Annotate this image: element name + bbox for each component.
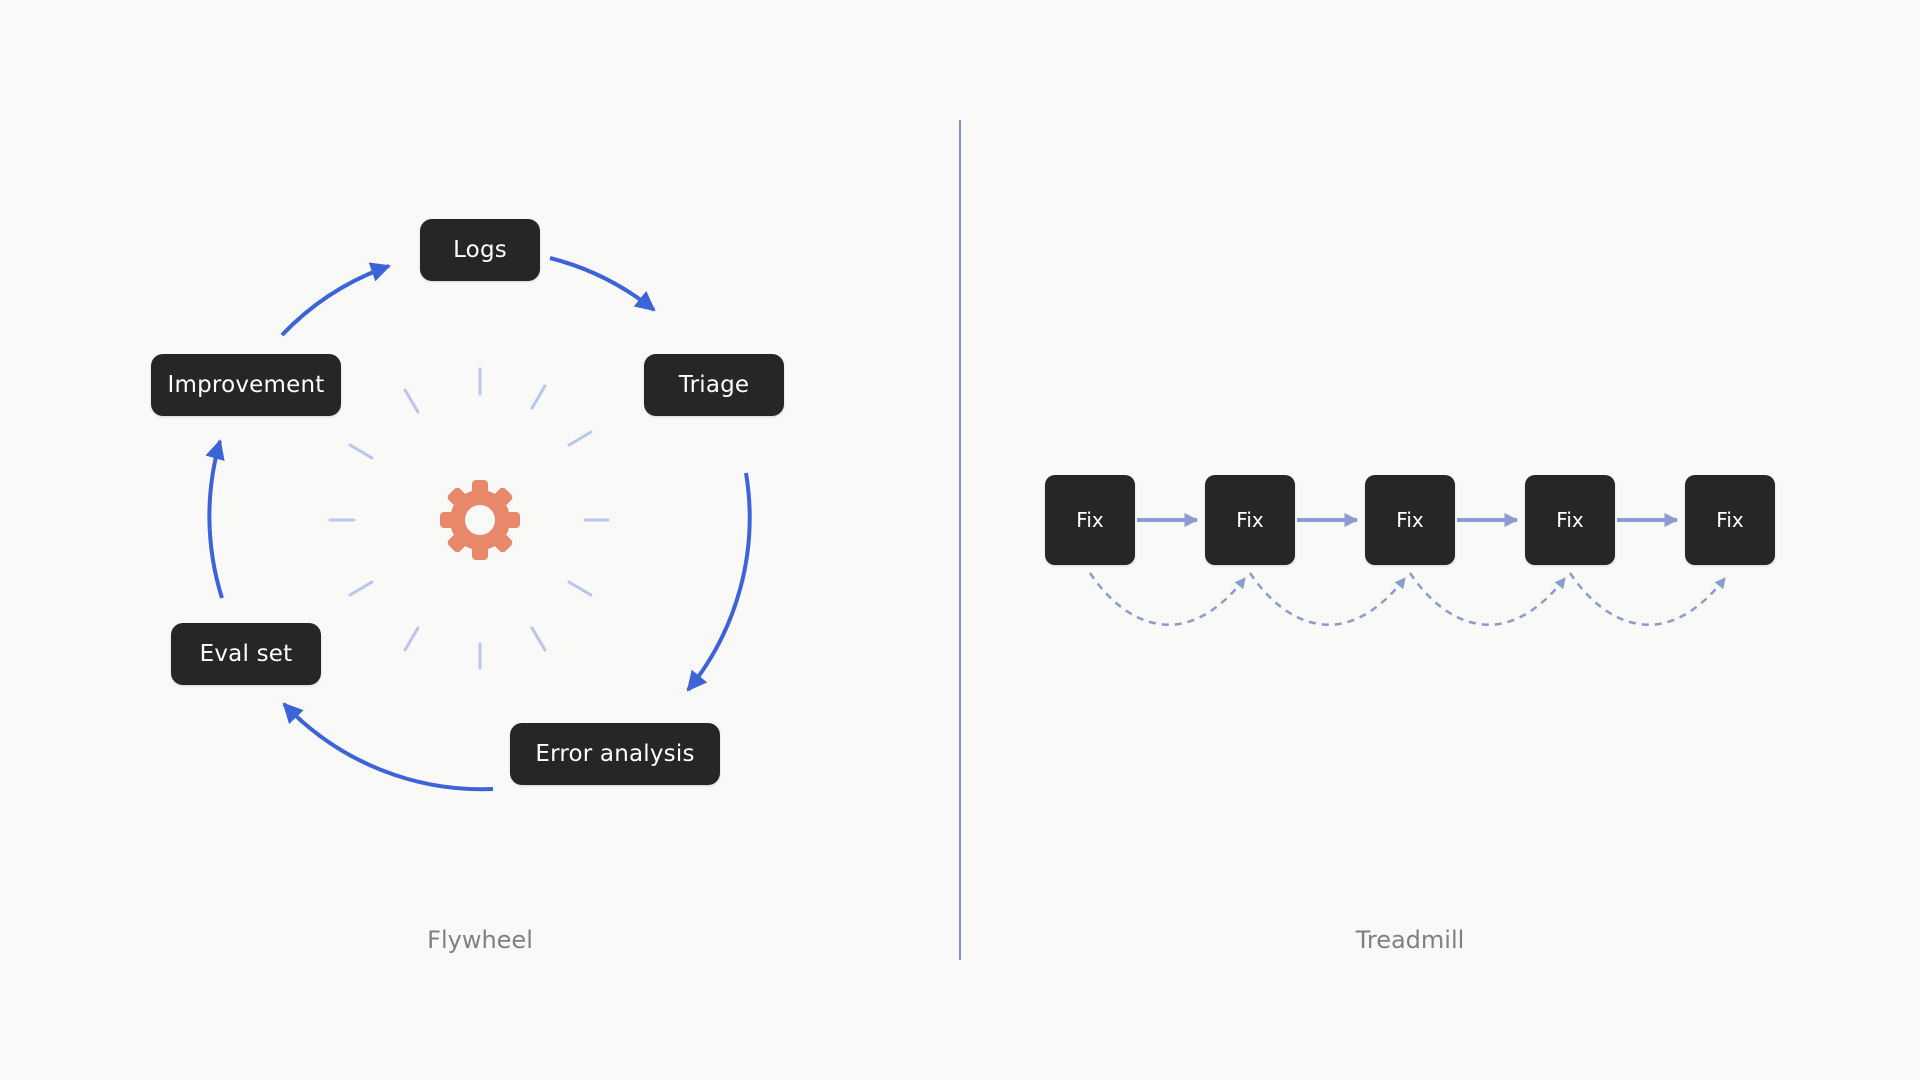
gear-icon <box>440 480 520 560</box>
ray <box>348 443 374 460</box>
dashed-loop <box>1408 572 1566 626</box>
treadmill-caption: Treadmill <box>1355 926 1465 954</box>
flywheel-caption: Flywheel <box>427 926 533 954</box>
dashed-loop <box>1248 572 1406 626</box>
ray <box>530 626 547 652</box>
node-logs: Logs <box>420 219 540 281</box>
fix-node-5: Fix <box>1685 475 1775 565</box>
node-improvement: Improvement <box>151 354 341 416</box>
ray <box>403 626 420 652</box>
ray <box>567 580 593 597</box>
treadmill-dashed-loops <box>1088 572 1726 626</box>
ray <box>348 580 374 597</box>
arrow-improvement-to-logs <box>280 262 391 337</box>
fix-node-3: Fix <box>1365 475 1455 565</box>
fix-node-1: Fix <box>1045 475 1135 565</box>
arrow-eval-set-to-improvement <box>205 439 225 599</box>
ray <box>403 388 420 414</box>
dashed-loop <box>1568 572 1726 626</box>
ray <box>567 430 593 447</box>
arrow-error-analysis-to-eval-set <box>282 702 494 792</box>
node-triage: Triage <box>644 354 784 416</box>
ray <box>530 384 547 410</box>
node-error-analysis: Error analysis <box>510 723 720 785</box>
arrow-triage-to-error-analysis <box>686 472 752 692</box>
flywheel-rays <box>328 367 610 670</box>
arrow-logs-to-triage <box>549 256 656 312</box>
fix-node-2: Fix <box>1205 475 1295 565</box>
dashed-loop <box>1088 572 1246 626</box>
node-eval-set: Eval set <box>171 623 321 685</box>
fix-node-4: Fix <box>1525 475 1615 565</box>
